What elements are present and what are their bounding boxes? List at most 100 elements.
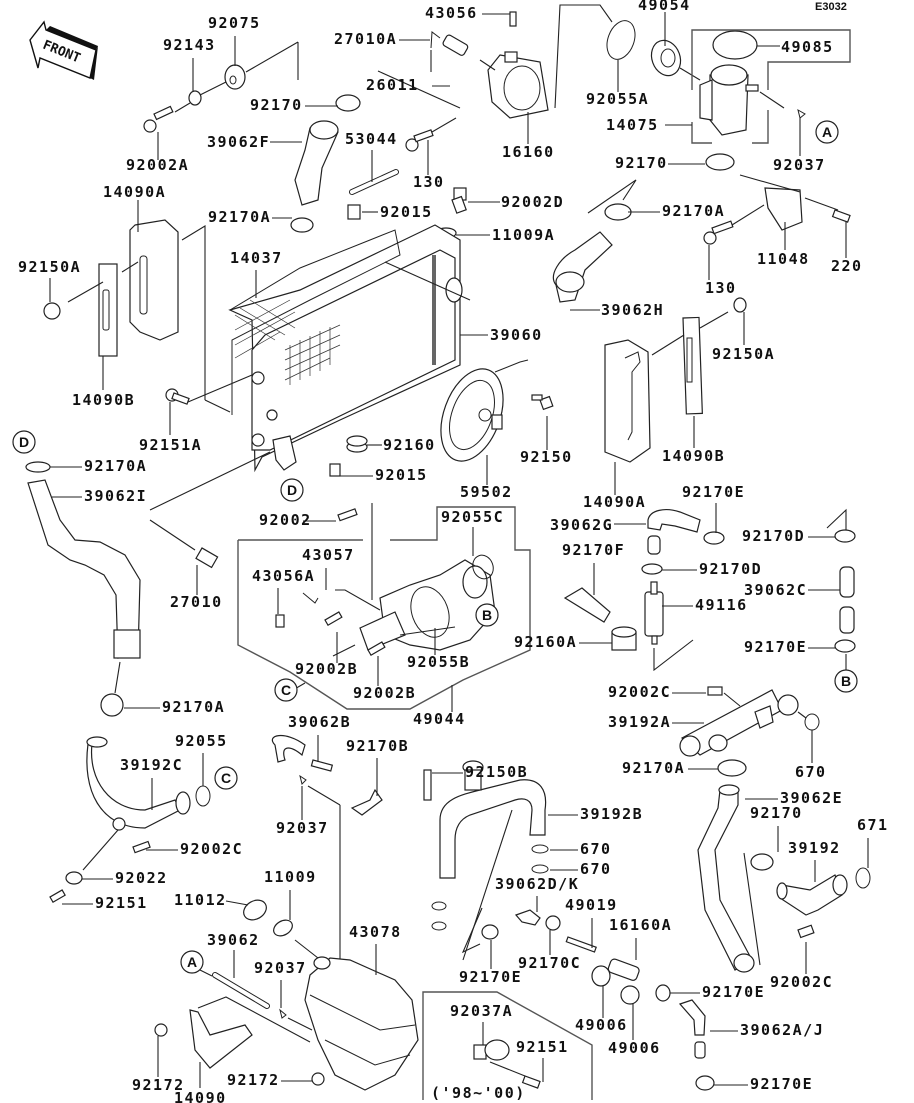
part-label[interactable]: 130 (705, 279, 737, 297)
part-label[interactable]: 92151 (95, 894, 148, 912)
part-label[interactable]: 39060 (490, 326, 543, 344)
part-label[interactable]: 92170 (615, 154, 668, 172)
part-label[interactable]: 92055A (586, 90, 649, 108)
part-label[interactable]: 92150 (520, 448, 573, 466)
part-label[interactable]: 49054 (638, 0, 691, 14)
part-label[interactable]: 92002B (295, 660, 358, 678)
part-label[interactable]: 92055 (175, 732, 228, 750)
part-label[interactable]: 14075 (606, 116, 659, 134)
part-label[interactable]: 11012 (174, 891, 227, 909)
part-label[interactable]: 92172 (132, 1076, 185, 1094)
part-label[interactable]: 39192 (788, 839, 841, 857)
part-label[interactable]: 14090B (72, 391, 135, 409)
part-label[interactable]: 92002C (180, 840, 243, 858)
part-label[interactable]: 92170A (84, 457, 147, 475)
part-label[interactable]: 43078 (349, 923, 402, 941)
part-label[interactable]: 39062F (207, 133, 270, 151)
part-label[interactable]: 130 (413, 173, 445, 191)
part-label[interactable]: 14090A (103, 183, 166, 201)
part-label[interactable]: 92170A (622, 759, 685, 777)
part-label[interactable]: 92170E (744, 638, 807, 656)
part-label[interactable]: 92037 (276, 819, 329, 837)
part-label[interactable]: 49116 (695, 596, 748, 614)
part-label[interactable]: 670 (795, 763, 827, 781)
part-label[interactable]: 39062D/K (495, 875, 579, 893)
part-label[interactable]: 39062B (288, 713, 351, 731)
part-label[interactable]: 92170E (750, 1075, 813, 1093)
part-label[interactable]: 49006 (608, 1039, 661, 1057)
part-label[interactable]: 92151A (139, 436, 202, 454)
part-label[interactable]: 39062E (780, 789, 843, 807)
part-label[interactable]: 92170E (702, 983, 765, 1001)
part-label[interactable]: 92170 (250, 96, 303, 114)
part-label[interactable]: 92150B (465, 763, 528, 781)
part-label[interactable]: 39062 (207, 931, 260, 949)
part-label[interactable]: 92037A (450, 1002, 513, 1020)
part-label[interactable]: 11009A (492, 226, 555, 244)
part-label[interactable]: 14090A (583, 493, 646, 511)
part-label[interactable]: 92151 (516, 1038, 569, 1056)
part-label[interactable]: 92150A (712, 345, 775, 363)
part-label[interactable]: 92143 (163, 36, 216, 54)
part-label[interactable]: 92170A (208, 208, 271, 226)
part-label[interactable]: 49006 (575, 1016, 628, 1034)
part-label[interactable]: 670 (580, 860, 612, 878)
part-label[interactable]: 92002C (770, 973, 833, 991)
part-label[interactable]: 92170E (682, 483, 745, 501)
part-label[interactable]: 92170F (562, 541, 625, 559)
part-label[interactable]: 39062H (601, 301, 664, 319)
part-label[interactable]: 671 (857, 816, 889, 834)
part-label[interactable]: 92170B (346, 737, 409, 755)
part-label[interactable]: 92055B (407, 653, 470, 671)
part-label[interactable]: 92170A (162, 698, 225, 716)
part-label[interactable]: 26011 (366, 76, 419, 94)
part-label[interactable]: 49019 (565, 896, 618, 914)
part-label[interactable]: 92150A (18, 258, 81, 276)
part-label[interactable]: 92015 (375, 466, 428, 484)
part-label[interactable]: 39062C (744, 581, 807, 599)
part-label[interactable]: 92037 (254, 959, 307, 977)
part-label[interactable]: 92170C (518, 954, 581, 972)
part-label[interactable]: 92002D (501, 193, 564, 211)
part-label[interactable]: 43057 (302, 546, 355, 564)
part-label[interactable]: 49085 (781, 38, 834, 56)
part-label[interactable]: 220 (831, 257, 863, 275)
part-label[interactable]: 39192C (120, 756, 183, 774)
part-label[interactable]: 43056 (425, 4, 478, 22)
part-label[interactable]: 92022 (115, 869, 168, 887)
part-label[interactable]: 39192B (580, 805, 643, 823)
part-label[interactable]: 27010 (170, 593, 223, 611)
part-label[interactable]: 92055C (441, 508, 504, 526)
part-label[interactable]: 59502 (460, 483, 513, 501)
part-label[interactable]: 11009 (264, 868, 317, 886)
part-label[interactable]: 92015 (380, 203, 433, 221)
part-label[interactable]: 92172 (227, 1071, 280, 1089)
part-label[interactable]: 14090 (174, 1089, 227, 1103)
part-label[interactable]: 27010A (334, 30, 397, 48)
part-label[interactable]: 670 (580, 840, 612, 858)
part-label[interactable]: 92160 (383, 436, 436, 454)
part-label[interactable]: 11048 (757, 250, 810, 268)
part-label[interactable]: 92170A (662, 202, 725, 220)
part-label[interactable]: 14037 (230, 249, 283, 267)
part-label[interactable]: 92170 (750, 804, 803, 822)
part-label[interactable]: 49044 (413, 710, 466, 728)
part-label[interactable]: 92170E (459, 968, 522, 986)
part-label[interactable]: 92002B (353, 684, 416, 702)
part-label[interactable]: 39062A/J (740, 1021, 824, 1039)
part-label[interactable]: 92170D (699, 560, 762, 578)
part-label[interactable]: 92002C (608, 683, 671, 701)
part-label[interactable]: 92002 (259, 511, 312, 529)
part-label[interactable]: 92037 (773, 156, 826, 174)
part-label[interactable]: 39062I (84, 487, 147, 505)
part-label[interactable]: 92160A (514, 633, 577, 651)
part-label[interactable]: 16160A (609, 916, 672, 934)
part-label[interactable]: 92170D (742, 527, 805, 545)
part-label[interactable]: 53044 (345, 130, 398, 148)
part-label[interactable]: 92002A (126, 156, 189, 174)
part-label[interactable]: 14090B (662, 447, 725, 465)
part-label[interactable]: 43056A (252, 567, 315, 585)
part-label[interactable]: 16160 (502, 143, 555, 161)
part-label[interactable]: 92075 (208, 14, 261, 32)
part-label[interactable]: 39192A (608, 713, 671, 731)
